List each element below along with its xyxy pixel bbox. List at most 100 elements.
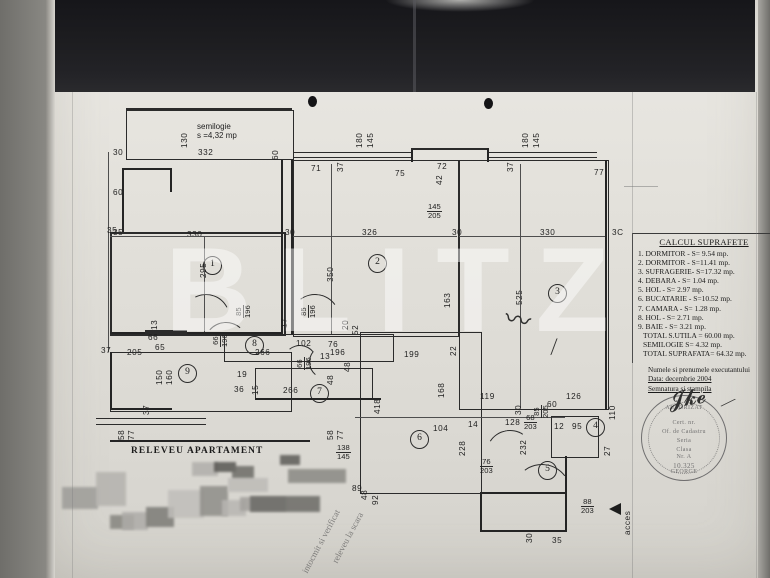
dim-semilogie-width: 332 [198, 148, 214, 157]
dim-37-a: 37 [336, 161, 345, 172]
window-band-top-left [293, 152, 413, 154]
dim-semilogie-height: 130 [180, 132, 189, 148]
room1-dim-guide [204, 236, 205, 332]
dim-77-a: 77 [127, 429, 136, 440]
dim-228: 228 [458, 440, 467, 456]
dim-72: 72 [437, 162, 448, 171]
wall-1-2 [281, 160, 284, 334]
dim-126: 126 [566, 392, 582, 401]
blur-block-13 [232, 466, 254, 478]
top-black-band [55, 0, 755, 92]
room-marker-7: 7 [310, 384, 329, 403]
calc-surfaces-table: CALCUL SUPRAFETE 1. DORMITOR - S= 9.54 m… [632, 233, 770, 363]
stamp-line: Clasa [676, 447, 692, 453]
calc-total-row: TOTAL SUPRAFATA= 64.32 mp. [643, 349, 747, 359]
dim-102: 102 [296, 339, 312, 348]
semilogie-label: semilogie s =4,32 mp [197, 122, 237, 140]
room-marker-2: 2 [368, 254, 387, 273]
calc-row: 8. HOL - S= 2.71 mp. [638, 312, 704, 322]
room-3-outline [459, 160, 609, 410]
stamp-number: 10.325 [673, 462, 695, 470]
room-marker-6: 6 [410, 430, 429, 449]
wall-entry-top [122, 168, 170, 171]
bay-top-wall [411, 148, 489, 150]
calc-row: 7. CAMARA - S= 1.28 mp. [638, 303, 721, 313]
dim-119: 119 [480, 392, 495, 401]
stamp-line: Nr. A [676, 454, 692, 460]
room-6-outline [360, 332, 482, 494]
dim-48-a: 48 [326, 374, 335, 385]
dim-36: 36 [234, 385, 245, 394]
stamp-inner-ring [648, 402, 720, 474]
watermark-blitz: BLITZ [165, 223, 635, 357]
guide-bottom-a [96, 418, 206, 419]
dim-semilogie-side: 60 [271, 149, 280, 160]
left-dim-guide [108, 152, 109, 352]
dim-12: 12 [554, 422, 565, 431]
photo-background-right [758, 0, 770, 578]
room-marker-3: 3 [548, 284, 567, 303]
wall-entry-floor [480, 530, 567, 532]
dim-48-b: 48 [343, 361, 352, 372]
blur-block-12 [214, 462, 236, 472]
punch-dot-right [484, 98, 493, 109]
room2-top-guide [293, 236, 457, 237]
dim-168: 168 [437, 382, 446, 398]
dim-60-left: 60 [113, 188, 124, 197]
dim-110: 110 [608, 405, 617, 420]
paper-fold-line [632, 92, 633, 578]
dim-60b: 60 [547, 400, 558, 409]
wall-entry-left2 [480, 492, 482, 532]
semilogie-area: s =4,32 mp [197, 131, 237, 140]
room-2-outline [293, 160, 459, 337]
dim-13b: 13 [320, 352, 331, 361]
dim-145-right: 145 [532, 132, 541, 148]
document-paper [46, 0, 770, 578]
room-marker-1: 1 [203, 256, 222, 275]
window-band-top-left-2 [293, 157, 413, 159]
sill-65 [145, 330, 187, 336]
page-title: RELEVEU APARTAMENT [131, 446, 264, 456]
dim-14: 14 [468, 420, 479, 429]
room-marker-9: 9 [178, 364, 197, 383]
dim-35-top: 35 [107, 226, 118, 235]
blur-block-6 [168, 490, 204, 518]
signature-block: Numele si prenumele executantului Data: … [648, 366, 750, 394]
paper-left-edge [46, 0, 55, 578]
calc-row: 6. BUCATARIE - S=10.52 mp. [638, 294, 732, 304]
room-1-outline [110, 232, 286, 336]
paper-right-margin [756, 92, 757, 578]
dim-room2-width: 326 [362, 228, 378, 237]
calc-row: 1. DORMITOR - S= 9.54 mp. [638, 249, 729, 258]
calc-total-row: TOTAL S.UTILA = 60.00 mp. [643, 330, 735, 340]
dim-75: 75 [395, 169, 406, 178]
blur-block-11 [192, 462, 218, 476]
room-marker-8: 8 [245, 336, 264, 355]
dim-128: 128 [505, 418, 521, 427]
stamp-line: Cert. nr. [672, 420, 696, 426]
dim-58-b: 58 [326, 429, 335, 440]
dim-77-b: 77 [336, 429, 345, 440]
bay-left-wall [411, 148, 413, 162]
dim-76: 76 [328, 340, 339, 349]
dim-room3-width: 330 [540, 228, 556, 237]
handwritten-signature: 𝓙𝓴𝓮 [666, 382, 708, 413]
official-stamp: AUTORIZAT Cert. nr. Of. de Cadastru Seri… [641, 395, 727, 481]
blur-block-5 [146, 507, 174, 527]
room3-top-guide [459, 236, 607, 237]
dim-30-a: 30 [285, 228, 296, 237]
stamp-top-text: AUTORIZAT [665, 405, 703, 411]
dim-30-e: 30 [525, 532, 534, 543]
dim-104: 104 [433, 424, 449, 433]
dim-30-b: 30 [452, 228, 463, 237]
entrance-arrow-icon [609, 503, 621, 515]
dim-37-left: 37 [101, 346, 112, 355]
dim-42: 42 [435, 174, 444, 185]
stamp-line: Of. de Cadastru [662, 429, 706, 435]
blur-block-15 [250, 496, 320, 512]
band-glare [385, 0, 535, 12]
